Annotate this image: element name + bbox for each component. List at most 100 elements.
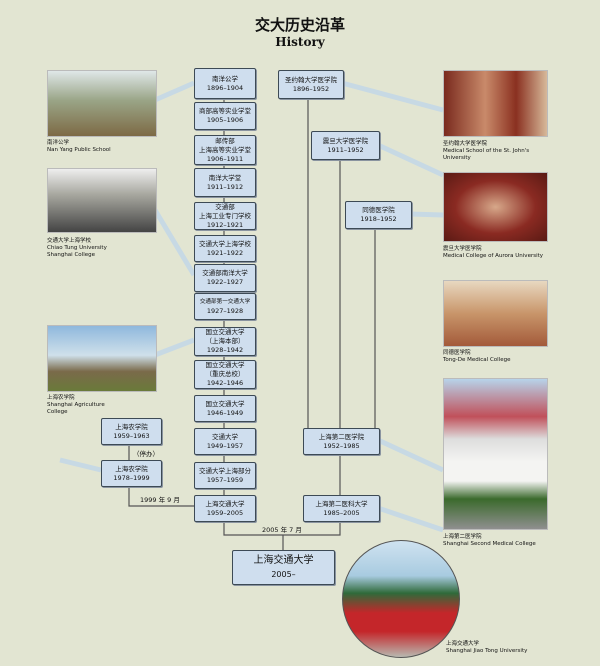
second-medical-photo (443, 378, 548, 530)
box-text: 1978–1999 (113, 473, 150, 482)
box-text: 国立交通大学 (205, 361, 245, 369)
box-text: Shanghai Second Medical College (443, 541, 536, 547)
suspended-label: （停办） (133, 450, 159, 458)
box-text: 上海高等实业学堂 (199, 145, 251, 154)
agriculture-photo (47, 325, 157, 392)
box-text: Tong-De Medical College (443, 357, 511, 363)
box-text: 南洋大学堂 (208, 173, 242, 182)
box-text: 1942–1946 (206, 379, 244, 387)
box-text: Shanghai Jiao Tong University (446, 648, 528, 654)
nanyang-photo (47, 70, 157, 137)
box-text: 圣约翰大学医学院 (443, 141, 488, 147)
box-text: （重庆总校） (205, 370, 245, 378)
box-text: 1896–1952 (292, 84, 330, 93)
box-text: （上海本部） (205, 337, 245, 345)
aurora-photo (443, 172, 548, 242)
diagram-subtitle: History (275, 35, 325, 49)
box-text: 上海第二医学院 (443, 534, 482, 540)
box-text: 2005– (271, 569, 296, 579)
box-text: 国立交通大学 (205, 399, 245, 408)
box-text: Medical College of Aurora University (443, 253, 544, 259)
box-text: 南洋公学 (212, 74, 238, 83)
st-johns-photo (443, 70, 548, 137)
merge-2005-label: 2005 年 7 月 (262, 526, 302, 534)
box-text: Medical School of the St. John's Univers… (443, 148, 530, 161)
box-text: 交通部第一交通大学 (199, 298, 251, 305)
box-text: 交通部 (215, 202, 235, 211)
box-text: 1912–1921 (206, 220, 244, 229)
merge-1999-label: 1999 年 9 月 (140, 496, 180, 504)
box-text: 1946–1949 (206, 408, 244, 417)
sjtu-photo (342, 540, 460, 658)
box-text: 南洋公学 (47, 140, 70, 146)
main-box-10: 国立交通大学（重庆总校）1942–1946 (194, 360, 256, 389)
box-text: 1905–1906 (206, 116, 244, 124)
box-text: 1927–1928 (206, 306, 244, 315)
box-text: 上海农学院 (47, 395, 75, 401)
box-text: 1928–1942 (206, 346, 244, 354)
box-text: 交通大学上海学校 (199, 239, 251, 248)
box-text: 上海第二医科大学 (315, 499, 368, 508)
box-text: 1922–1927 (206, 278, 244, 286)
box-text: 1911–1952 (327, 145, 364, 154)
box-text: 1896–1904 (206, 83, 244, 92)
box-text: 1949–1957 (206, 441, 244, 450)
box-text: 上海第二医学院 (318, 432, 365, 441)
box-text: 邮传部 (215, 136, 235, 145)
box-text: 上海交通大学 (205, 499, 245, 508)
box-text: 同德医学院 (443, 350, 471, 356)
chiaotung-photo (47, 168, 157, 233)
box-text: 1952–1985 (323, 441, 360, 450)
box-text: 交通部南洋大学 (202, 269, 248, 277)
box-text: 1906–1911 (206, 154, 244, 163)
box-text: 1959–1963 (113, 431, 150, 440)
box-text: 商部高等实业学堂 (199, 107, 251, 115)
box-text: 1918–1952 (360, 215, 397, 223)
box-text: 上海农学院 (115, 464, 148, 473)
box-text: 同德医学院 (362, 206, 395, 214)
box-text: 上海工业专门学校 (199, 211, 251, 220)
photo-links (59, 80, 445, 533)
box-text: 国立交通大学 (205, 328, 245, 336)
box-text: 交通大学 (212, 432, 238, 441)
box-text: 上海交通大学 (446, 641, 480, 647)
box-text: 1911–1912 (206, 182, 244, 191)
box-text: 震旦大学医学院 (443, 246, 482, 252)
main-box-9: 国立交通大学（上海本部）1928–1942 (194, 327, 256, 356)
box-text: 震旦大学医学院 (322, 136, 369, 145)
box-text: 1985–2005 (323, 508, 360, 517)
diagram-title: 交大历史沿革 (254, 16, 345, 34)
box-text: Nan Yang Public School (47, 147, 111, 153)
box-text: 交通大学上海部分 (199, 466, 251, 475)
box-text: Chiao Tung University Shanghai College (47, 245, 107, 258)
box-text: 1957–1959 (206, 475, 244, 484)
box-text: 1921–1922 (206, 248, 244, 257)
tongde-photo (443, 280, 548, 347)
